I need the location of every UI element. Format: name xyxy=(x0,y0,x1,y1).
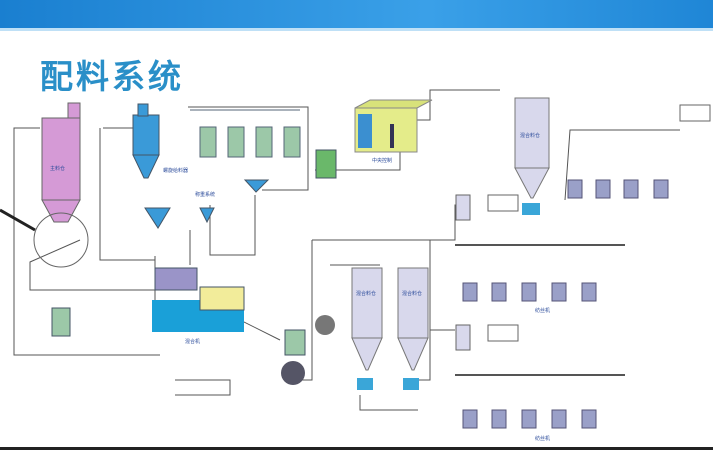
control-room: 中央控制 xyxy=(354,99,433,164)
bottom-edge xyxy=(0,447,713,450)
filter-units xyxy=(190,109,301,158)
powder-cyclone xyxy=(284,329,306,356)
silo-label: 混合料仓 xyxy=(520,132,540,139)
vacuum-pump xyxy=(487,194,519,212)
mixed-silo-top: 混合料仓 xyxy=(514,97,550,215)
main-silo: 主料仓 xyxy=(0,102,89,268)
pump xyxy=(315,315,335,335)
mixed-silo-2: 混合料仓 xyxy=(397,267,429,390)
vacuum-pump xyxy=(487,324,519,342)
weigh-system-label: 称重系统 xyxy=(195,191,215,198)
pipe-line xyxy=(13,127,160,356)
dosing-unit xyxy=(455,324,471,351)
control-room-label: 中央控制 xyxy=(372,157,392,164)
mixed-silo-1: 混合料仓 xyxy=(351,267,383,390)
mixer: 混合机 xyxy=(152,267,245,345)
mixer-label: 混合机 xyxy=(185,338,200,345)
pump xyxy=(281,361,305,385)
extruder-label: 纺丝机 xyxy=(535,307,550,314)
dosing-unit xyxy=(455,194,471,221)
page-title: 配料系统 xyxy=(40,57,184,96)
collecting-filter xyxy=(315,149,337,179)
small-hopper xyxy=(199,207,215,224)
extruder-row-middle xyxy=(462,282,597,302)
header-bar xyxy=(0,0,713,31)
cyclone-feeder xyxy=(51,307,71,337)
main-silo-label: 主料仓 xyxy=(50,165,65,172)
extruder-row-bottom xyxy=(462,409,597,429)
silo-label: 混合料仓 xyxy=(356,290,376,297)
hopper-blue: 螺旋给料器 xyxy=(132,103,188,179)
vacuum-pump xyxy=(679,104,711,122)
small-hopper xyxy=(144,207,171,229)
extruder-label: 纺丝机 xyxy=(535,435,550,442)
screw-feeder-label: 螺旋给料器 xyxy=(163,167,188,174)
extruder-row-top xyxy=(567,179,669,199)
silo-label: 混合料仓 xyxy=(402,290,422,297)
weigh-hopper xyxy=(243,179,270,193)
